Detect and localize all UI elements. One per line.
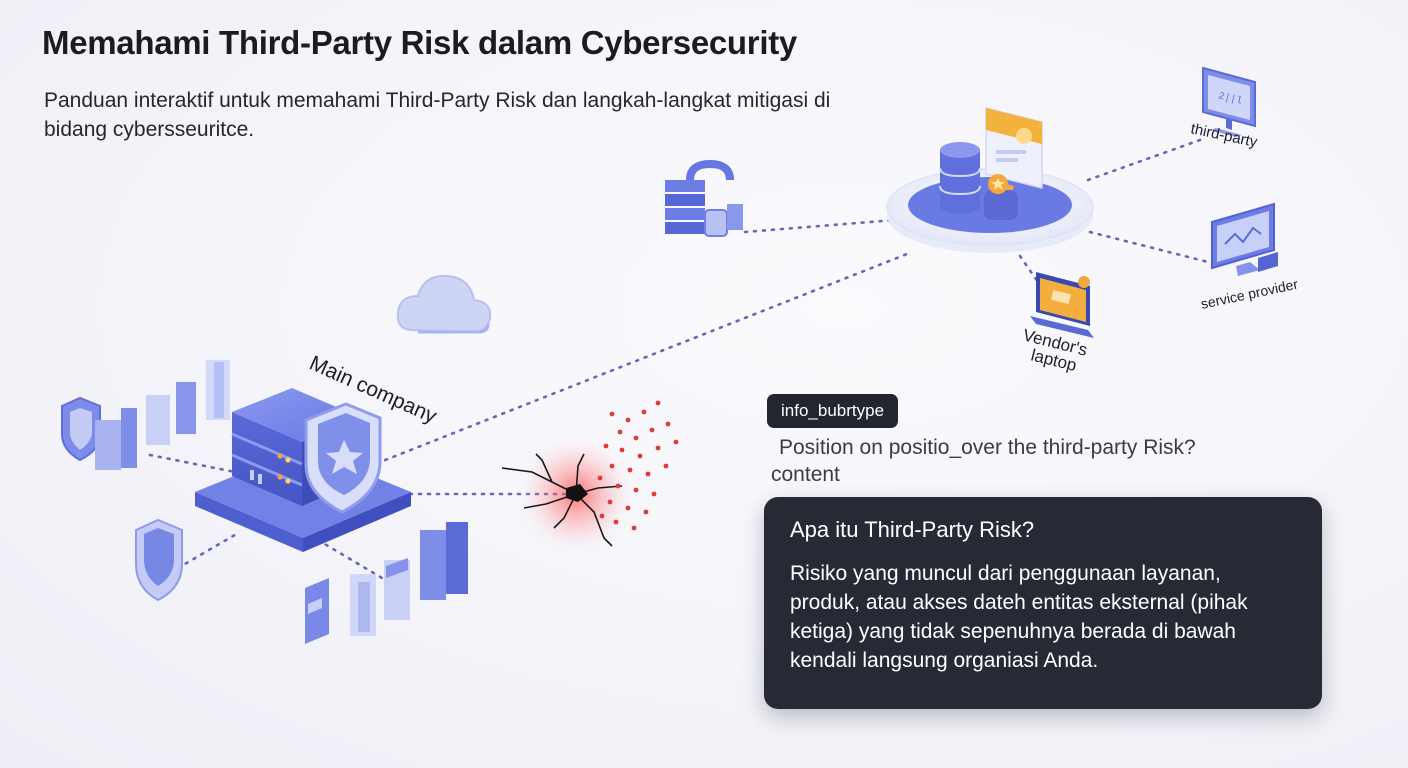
info-card-title: Apa itu Third-Party Risk? [790,517,1035,542]
line-hub-to-thirdparty [1086,138,1202,182]
line-main-to-hub [358,250,914,472]
building-blocks-right [305,522,468,644]
info-bubble-type-tag: info_bubrtype [767,394,899,428]
info-card: Apa itu Third-Party Risk? Risiko yang mu… [764,497,1322,709]
breach-crack-icon [501,400,679,556]
database-icon [939,142,981,214]
laptop-icon [1030,272,1094,338]
info-card-body: Risiko yang muncul dari penggunaan layan… [790,562,1248,672]
line-hub-to-serviceprovider [1088,230,1210,264]
shield-icon [61,396,101,462]
building-blocks-left [95,360,230,470]
database-icon [665,159,743,237]
info-position-text: Position on positio_over the third-party… [779,436,1196,459]
svg-text:2||l: 2||l [1217,90,1243,107]
central-hub [886,107,1094,253]
service-provider-label: service provider [1199,276,1299,312]
shield-icon [304,402,382,514]
cloud-icon [396,274,492,334]
page-subtitle: Panduan interaktif untuk memahami Third-… [44,89,831,141]
shield-icon [135,518,183,602]
line-hub-to-storage [743,218,897,234]
line-main-to-lowleft [176,530,242,570]
monitor-icon [1211,202,1278,276]
page-title: Memahami Third-Party Risk dalam Cybersec… [42,24,797,61]
line-main-to-left [148,453,237,474]
line-main-to-lowright [316,538,384,580]
info-content-label: content [771,463,840,486]
main-company-server [195,388,411,552]
badge-icon [984,174,1018,220]
monitor-icon: 2||l [1202,66,1256,137]
